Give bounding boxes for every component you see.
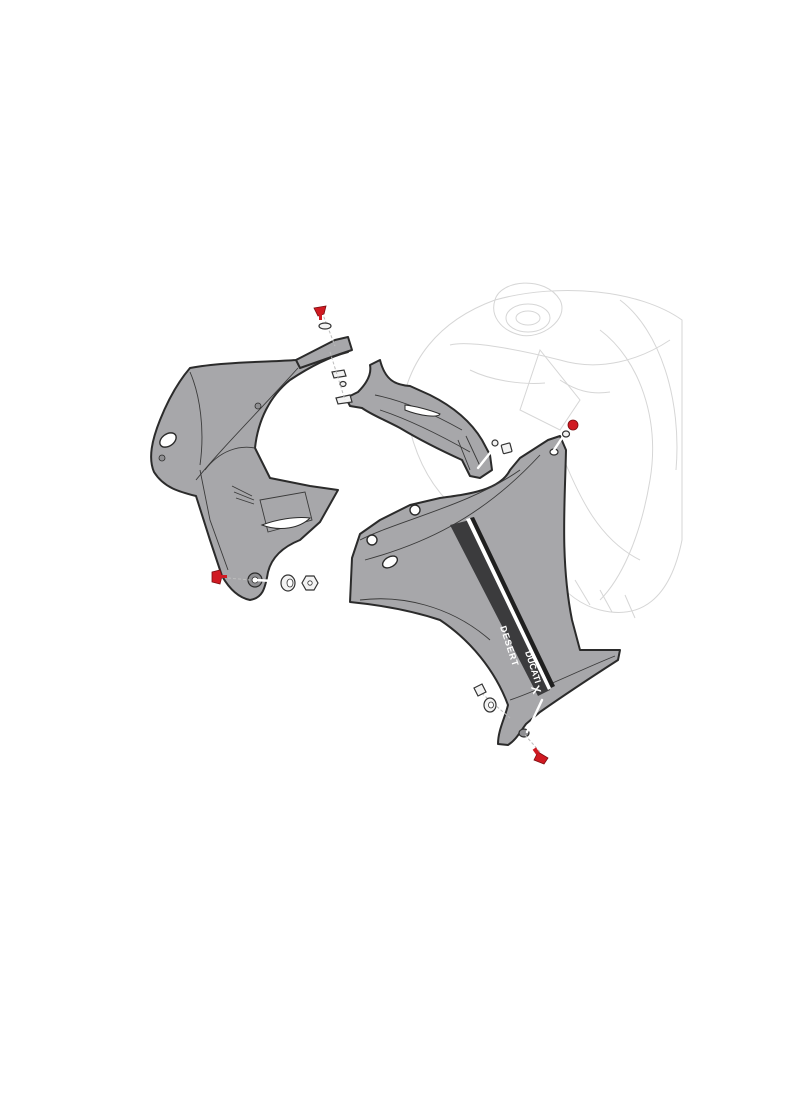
left-panel-hole-upper <box>159 432 177 448</box>
duct-end-hardware <box>491 439 513 455</box>
red-screw-right-lower <box>532 747 549 765</box>
top-hardware <box>313 305 336 347</box>
left-panel-hardware <box>211 569 319 592</box>
clip-duct <box>491 439 499 447</box>
right-panel-hardware <box>473 419 579 765</box>
hex-nut <box>301 575 319 591</box>
red-screw-right-upper <box>567 419 579 431</box>
air-duct <box>329 351 496 479</box>
spacer-grommet <box>280 574 296 592</box>
decal-x: X <box>528 684 544 696</box>
grommet-right <box>483 697 497 713</box>
decal-stripe-dark <box>450 520 550 696</box>
right-fairing-panel: DUCATI DESERT X <box>349 435 621 746</box>
duct-clips <box>329 351 353 405</box>
washer-top <box>318 322 332 330</box>
clip-right <box>473 683 487 697</box>
left-fairing-panel <box>150 336 353 601</box>
washer-right-upper <box>561 430 571 438</box>
red-screw-left-lower <box>211 569 227 585</box>
square-nut <box>500 442 513 455</box>
fuel-tank-ghost <box>399 282 683 619</box>
red-screw-top <box>313 305 327 320</box>
